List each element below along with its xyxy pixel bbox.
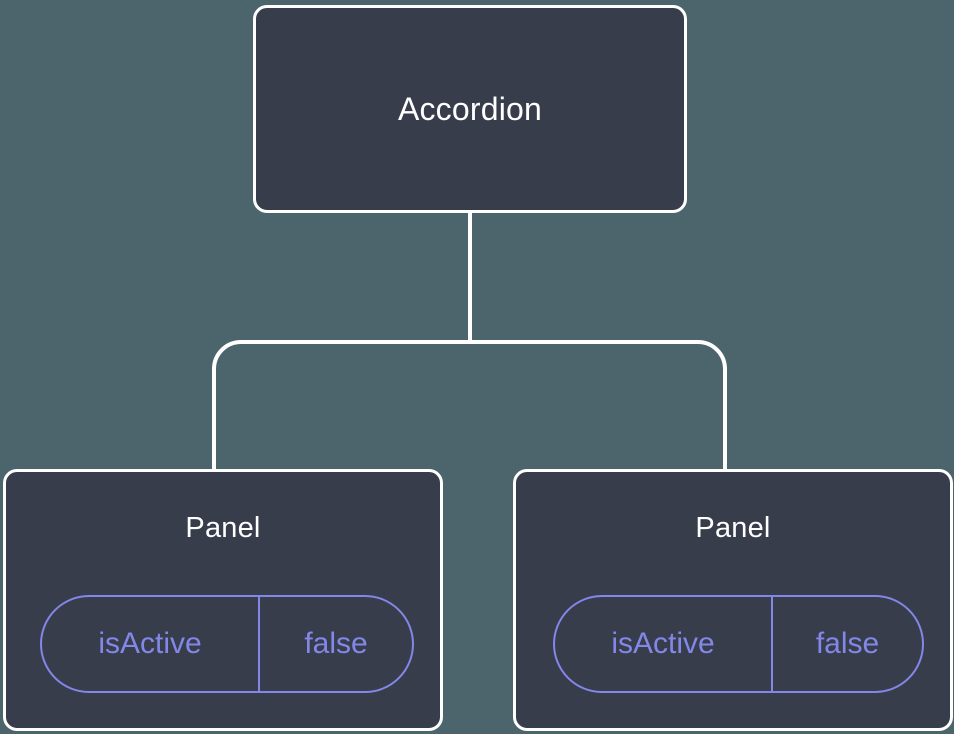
node-panel-1-title: Panel — [185, 512, 261, 544]
node-panel-2[interactable]: Panel isActive false — [513, 469, 953, 731]
edge-accordion-to-panel-2 — [470, 340, 727, 470]
node-panel-2-title: Panel — [695, 512, 771, 544]
prop-key: isActive — [555, 597, 773, 691]
prop-badge-isactive-panel-1[interactable]: isActive false — [40, 595, 414, 693]
prop-value: false — [304, 627, 368, 660]
node-panel-1[interactable]: Panel isActive false — [3, 469, 443, 731]
node-accordion[interactable]: Accordion — [253, 5, 687, 213]
edge-accordion-to-panel-1 — [212, 340, 470, 470]
prop-value: false — [815, 627, 880, 660]
prop-key: isActive — [42, 597, 260, 691]
prop-badge-isactive-panel-2[interactable]: isActive false — [553, 595, 924, 693]
node-accordion-title: Accordion — [397, 91, 543, 127]
